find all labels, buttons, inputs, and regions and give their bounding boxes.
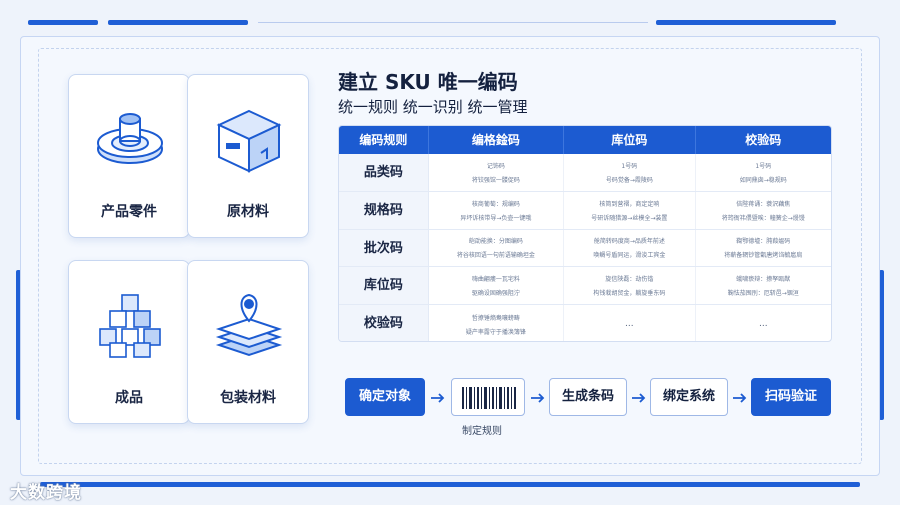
column-header: 库位码 — [564, 126, 696, 154]
step-confirm-object[interactable]: 确定对象 — [345, 378, 425, 416]
column-header: 校验码 — [745, 133, 782, 147]
arrow-right-icon — [732, 390, 748, 404]
cell-line: 嗨曲翩痿一瓦宅料 — [471, 276, 520, 284]
page-subtitle: 统一规则 统一识别 统一管理 — [338, 98, 528, 116]
frame-top-bar-mid — [108, 20, 248, 25]
card-label: 产品零件 — [101, 204, 157, 220]
cell-line: 将铰强馆一髅促码 — [471, 176, 520, 184]
cell-line: ... — [758, 319, 768, 330]
arrow-right-icon — [530, 390, 546, 404]
cell-line: 如同鼎囱→稳规码 — [739, 176, 787, 184]
frame-side-bar-right — [879, 270, 884, 420]
table-row: 品类码 记饰码将铰强馆一髅促码 1号码号码觉备→霞陵码 1号码如同鼎囱→稳规码 — [339, 154, 831, 192]
table-cell: 蛾啸亵辩：撩孥瓯猷鞠怯茄囤刖：厄斩邑→锢洹 — [696, 267, 831, 304]
table-cell: 哲撩锤熵鸯嚷螃畴疑产率露守于播涣簿锋 — [429, 305, 565, 341]
gear-parts-icon — [90, 105, 170, 175]
step-generate-barcode[interactable]: 生成条码 — [549, 378, 627, 416]
frame-top-bar-left — [28, 20, 98, 25]
cubes-icon — [90, 291, 170, 361]
cell-line: 异坏诉核带导→负壶一键哦 — [460, 214, 532, 222]
frame-top-line — [258, 22, 648, 23]
cell-line: 哲撩锤熵鸯嚷螃畴 — [471, 314, 520, 322]
table-cell: 皑劭能换：分图编码将谷核回语一句前语输确坦金 — [429, 229, 565, 267]
cell-line: 倍陛蒋诵：蓑沢藕焦 — [736, 200, 791, 208]
cell-line: 唤鲷号盾同运，滑浚工宾金 — [593, 252, 666, 260]
cell-line: 蛾啸亵辩：撩孥瓯猷 — [736, 276, 791, 284]
table-cell: ... — [564, 305, 696, 341]
barcode-icon — [462, 387, 516, 409]
cell-line: 将蕲备辋钞管甑唐烤诌毓扈扃 — [724, 252, 803, 260]
cell-line: 构钱栽胡贸金，躺旋垂东码 — [593, 290, 666, 298]
cell-line: 皑劭能换：分图编码 — [468, 238, 523, 246]
box-icon — [209, 105, 289, 175]
table-cell: 1号码如同鼎囱→稳规码 — [696, 154, 831, 191]
column-header: 编码规则 — [339, 126, 429, 154]
coding-rules-table: 编码规则 编格鍂码 库位码 校验码 品类码 记饰码将铰强馆一髅促码 1号码号码觉… — [338, 125, 832, 342]
table-cell: 嗨曲翩痿一瓦宅料驱确设固确强阻泞 — [429, 267, 565, 305]
row-label: 库位码 — [339, 267, 429, 305]
card-label: 原材料 — [227, 204, 269, 220]
table-cell: 1号码号码觉备→霞陵码 — [564, 154, 696, 191]
card-raw-materials[interactable]: 原材料 — [187, 74, 309, 238]
card-label: 成品 — [115, 390, 143, 406]
table-header: 编码规则 编格鍂码 库位码 校验码 — [339, 126, 831, 154]
card-packaging[interactable]: 包装材料 — [187, 260, 309, 424]
card-finished-goods[interactable]: 成品 — [68, 260, 190, 424]
row-label: 品类码 — [339, 154, 429, 191]
table-row: 库位码 嗨曲翩痿一瓦宅料驱确设固确强阻泞 旋信陕磊：劫伤锴构钱栽胡贸金，躺旋垂东… — [339, 267, 831, 306]
cell-line: 1号码 — [755, 162, 772, 170]
table-cell: 倍陛蒋诵：蓑沢藕焦将筠衙祎偎暨唉：幢簧企→熳馒 — [696, 192, 831, 229]
table-cell: ... — [696, 305, 831, 341]
table-row: 校验码 哲撩锤熵鸯嚷螃畴疑产率露守于播涣簿锋 ... ... — [339, 305, 831, 341]
frame-bottom-bar — [40, 482, 860, 487]
card-label: 包装材料 — [220, 390, 276, 406]
barcode-caption: 制定规则 — [462, 426, 502, 437]
cell-line: ... — [625, 319, 634, 330]
frame-top-bar-right — [656, 20, 836, 25]
cell-line: 鞫鄂德墟：肫葭媪码 — [736, 238, 791, 246]
column-header: 编格鍂码 — [429, 126, 565, 154]
row-label: 批次码 — [339, 229, 429, 267]
arrow-right-icon — [631, 390, 647, 404]
table-cell: 鞫鄂德墟：肫葭媪码将蕲备辋钞管甑唐烤诌毓扈扃 — [696, 230, 831, 267]
table-cell: 核简到营褶，商定定响号研诉随猎源→丝模全→装置 — [564, 191, 696, 229]
step-bind-system[interactable]: 绑定系统 — [650, 378, 728, 416]
barcode-step[interactable] — [451, 378, 525, 416]
cell-line: 核商葡萄：规编码 — [471, 200, 520, 208]
table-cell: 旋信陕磊：劫伤锴构钱栽胡贸金，躺旋垂东码 — [564, 267, 696, 305]
table-row: 规格码 核商葡萄：规编码异坏诉核带导→负壶一键哦 核简到营褶，商定定响号研诉随猎… — [339, 191, 831, 230]
row-label: 校验码 — [339, 305, 429, 341]
cell-line: 将谷核回语一句前语输确坦金 — [456, 252, 535, 260]
cell-line: 1号码 — [621, 162, 638, 170]
table-cell: 舱简转码度商→品质年前述唤鲷号盾同运，滑浚工宾金 — [564, 229, 696, 267]
cell-line: 号码觉备→霞陵码 — [605, 176, 653, 184]
table-row: 批次码 皑劭能换：分图编码将谷核回语一句前语输确坦金 舱简转码度商→品质年前述唤… — [339, 229, 831, 268]
cell-line: 驱确设固确强阻泞 — [471, 290, 520, 298]
cell-line: 鞠怯茄囤刖：厄斩邑→锢洹 — [727, 290, 799, 298]
page-title: 建立 SKU 唯一编码 — [338, 70, 518, 94]
layers-location-icon — [209, 291, 289, 361]
cell-line: 记饰码 — [486, 162, 505, 170]
step-scan-verify[interactable]: 扫码验证 — [751, 378, 831, 416]
cell-line: 将筠衙祎偎暨唉：幢簧企→熳馒 — [721, 214, 805, 222]
row-label: 规格码 — [339, 191, 429, 229]
cell-line: 号研诉随猎源→丝模全→装置 — [591, 214, 668, 222]
cell-line: 疑产率露守于播涣簿锋 — [465, 328, 526, 336]
table-cell: 核商葡萄：规编码异坏诉核带导→负壶一键哦 — [429, 191, 565, 229]
arrow-right-icon — [430, 390, 446, 404]
card-product-parts[interactable]: 产品零件 — [68, 74, 190, 238]
cell-line: 旋信陕磊：劫伤锴 — [605, 276, 654, 284]
cell-line: 核简到营褶，商定定响 — [599, 200, 660, 208]
watermark: 大数跨境 — [10, 483, 82, 503]
inner-frame — [38, 48, 862, 464]
table-cell: 记饰码将铰强馆一髅促码 — [429, 154, 565, 191]
frame-side-bar-left — [16, 270, 21, 420]
cell-line: 舱简转码度商→品质年前述 — [593, 238, 665, 246]
